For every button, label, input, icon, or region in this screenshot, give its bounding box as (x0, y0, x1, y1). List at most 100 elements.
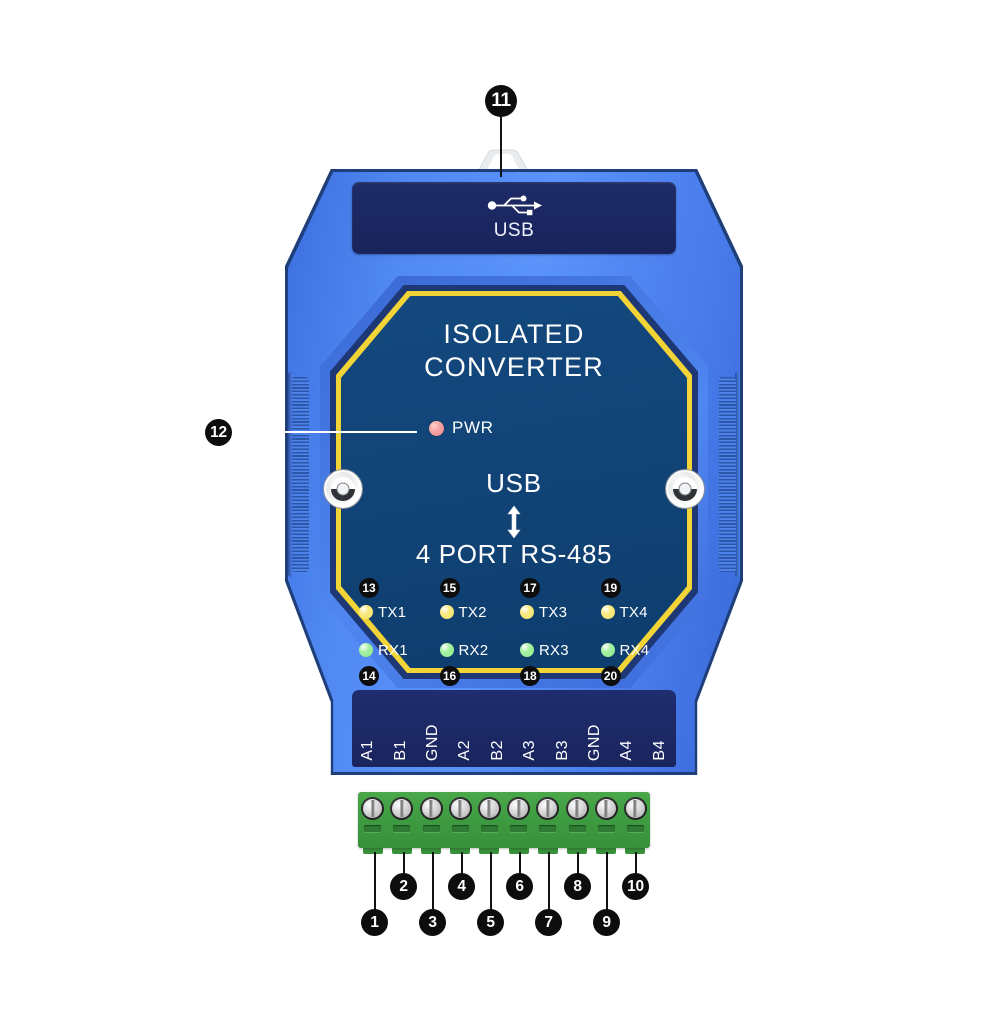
leader-line-callout-10 (635, 852, 637, 878)
callout-10-terminal-b4[interactable]: 10 (622, 873, 649, 900)
tx1-led-group: TX1 (353, 599, 434, 625)
terminal-label-b1: B1 (384, 690, 416, 767)
rx1-label: RX1 (378, 641, 408, 659)
callout-15[interactable]: 15 (439, 578, 460, 598)
rx2-led-icon (439, 643, 454, 657)
terminal-slot-1[interactable] (358, 792, 387, 848)
terminal-screw-icon[interactable] (390, 797, 414, 820)
product-title: ISOLATED CONVERTER (341, 318, 687, 384)
terminal-slot-7[interactable] (533, 792, 562, 848)
heat-fins-right (719, 377, 736, 572)
terminal-slot-4[interactable] (446, 792, 475, 848)
terminal-label-text: A3 (521, 740, 539, 761)
terminal-label-a4: A4 (611, 690, 643, 767)
bidirectional-arrow-icon (341, 506, 687, 538)
tx4-led-icon (600, 605, 615, 619)
leader-line-callout-12 (232, 431, 417, 433)
callout-1-terminal-a1[interactable]: 1 (361, 909, 388, 936)
leader-line-callout-2 (403, 852, 405, 878)
terminal-slot-5[interactable] (475, 792, 504, 848)
terminal-screw-icon[interactable] (507, 797, 531, 820)
terminal-label-gnd2: GND (579, 690, 611, 767)
heat-fins-left (292, 377, 309, 572)
callout-12-power-led[interactable]: 12 (205, 419, 232, 446)
usb-icon (487, 195, 542, 216)
callout-17[interactable]: 17 (520, 578, 540, 598)
terminal-foot (537, 848, 558, 854)
rx-led-row: RX1 RX2 RX3 RX4 (353, 637, 675, 663)
callout-6-terminal-a3[interactable]: 6 (506, 873, 533, 900)
terminal-slot-8[interactable] (562, 792, 591, 848)
terminal-screw-icon[interactable] (594, 797, 618, 820)
callout-7-terminal-b3[interactable]: 7 (535, 909, 562, 936)
screw-terminal-block[interactable] (358, 792, 650, 848)
tx1-callout-cell: 13 (353, 577, 434, 599)
callout-16[interactable]: 16 (439, 666, 460, 686)
callout-3-terminal-gnd1[interactable]: 3 (419, 909, 446, 936)
terminal-slot-9[interactable] (592, 792, 621, 848)
terminal-slot-3[interactable] (416, 792, 445, 848)
tx3-callout-cell: 17 (514, 577, 595, 599)
callout-11-usb-port[interactable]: 11 (485, 85, 517, 117)
leader-line-callout-8 (577, 852, 579, 878)
terminal-label-text: B1 (391, 740, 409, 761)
terminal-wire-hole (539, 825, 557, 832)
rx-callout-row: 14 16 18 20 (353, 665, 675, 687)
terminal-label-b4: B4 (644, 690, 676, 767)
screw-icon (666, 470, 704, 508)
terminal-label-b2: B2 (482, 690, 514, 767)
terminal-label-b3: B3 (546, 690, 578, 767)
conversion-from-label: USB (486, 468, 542, 498)
terminal-screw-icon[interactable] (565, 797, 589, 820)
power-led-label: PWR (452, 418, 494, 437)
terminal-foot (479, 848, 500, 854)
terminal-screw-icon[interactable] (448, 797, 472, 820)
callout-8-terminal-gnd2[interactable]: 8 (564, 873, 591, 900)
rx3-led-group: RX3 (514, 637, 595, 663)
mounting-screw-left[interactable] (314, 460, 372, 518)
tx4-led-group: TX4 (595, 599, 676, 625)
tx3-label: TX3 (539, 603, 568, 621)
leader-line-callout-4 (461, 852, 463, 878)
terminal-slot-10[interactable] (621, 792, 650, 848)
callout-13[interactable]: 13 (359, 578, 379, 598)
tx1-label: TX1 (378, 603, 407, 621)
callout-14[interactable]: 14 (359, 666, 379, 686)
callout-5-terminal-b2[interactable]: 5 (477, 909, 504, 936)
terminal-wire-hole (568, 825, 586, 832)
callout-18[interactable]: 18 (520, 666, 540, 686)
rx4-callout-cell: 20 (595, 665, 676, 687)
label-panel-content: ISOLATED CONVERTER PWR USB 4 PORT RS-485… (341, 296, 687, 686)
rx4-led-group: RX4 (595, 637, 676, 663)
side-edge-right (735, 372, 740, 577)
terminal-wire-hole (364, 825, 382, 832)
power-led-group: PWR (429, 418, 493, 438)
mounting-screw-right[interactable] (656, 460, 714, 518)
callout-2-terminal-b1[interactable]: 2 (390, 873, 417, 900)
terminal-screw-icon[interactable] (361, 797, 385, 820)
terminal-slot-2[interactable] (387, 792, 416, 848)
rx1-led-icon (359, 643, 373, 657)
callout-9-terminal-a4[interactable]: 9 (593, 909, 620, 936)
terminal-label-text: GND (424, 723, 442, 761)
rx2-led-group: RX2 (434, 637, 515, 663)
rx4-label: RX4 (619, 641, 650, 659)
terminal-wire-hole (422, 825, 440, 832)
terminal-wire-hole (510, 825, 528, 832)
terminal-screw-icon[interactable] (477, 797, 501, 820)
usb-port-plate[interactable]: USB (352, 182, 676, 254)
terminal-screw-icon[interactable] (536, 797, 560, 820)
rx1-led-group: RX1 (353, 637, 434, 663)
callout-19[interactable]: 19 (600, 578, 621, 598)
terminal-label-text: A4 (618, 740, 636, 761)
callout-20[interactable]: 20 (600, 666, 621, 686)
conversion-to-label: 4 PORT RS-485 (415, 539, 613, 569)
product-title-line2: CONVERTER (424, 351, 604, 382)
leader-line-callout-7 (548, 852, 550, 914)
leader-line-callout-6 (519, 852, 521, 878)
terminal-slot-6[interactable] (504, 792, 533, 848)
terminal-screw-icon[interactable] (623, 797, 647, 820)
terminal-screw-icon[interactable] (419, 797, 443, 820)
callout-4-terminal-a2[interactable]: 4 (448, 873, 475, 900)
label-panel (341, 296, 687, 668)
